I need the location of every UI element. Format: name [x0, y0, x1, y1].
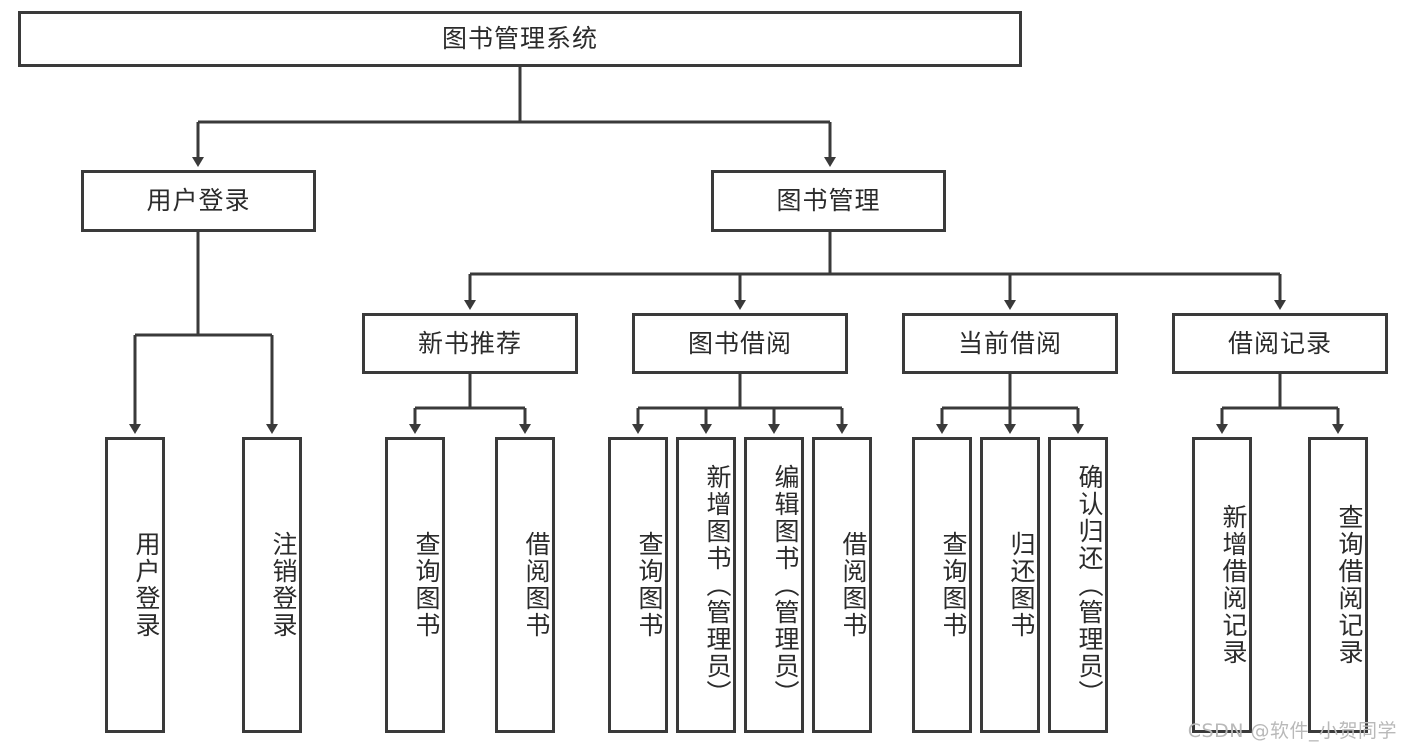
- leaf-borrow-edit-book-admin[interactable]: 编辑图书（管理员）: [744, 437, 804, 733]
- node-root-system[interactable]: 图书管理系统: [18, 11, 1022, 67]
- node-borrow-records[interactable]: 借阅记录: [1172, 313, 1388, 374]
- node-label: 新增借阅记录: [1219, 504, 1248, 666]
- leaf-borrow-query-book[interactable]: 查询图书: [608, 437, 668, 733]
- leaf-current-query-book[interactable]: 查询图书: [912, 437, 972, 733]
- leaf-borrow-borrow-book[interactable]: 借阅图书: [812, 437, 872, 733]
- leaf-records-query-record[interactable]: 查询借阅记录: [1308, 437, 1368, 733]
- node-label: 注销登录: [269, 531, 298, 639]
- node-label: 图书管理系统: [441, 24, 598, 53]
- node-book-management[interactable]: 图书管理: [711, 170, 946, 232]
- node-label: 用户登录: [132, 531, 161, 639]
- node-label: 用户登录: [146, 186, 251, 215]
- node-label: 借阅记录: [1227, 328, 1332, 358]
- node-book-borrow[interactable]: 图书借阅: [632, 313, 848, 374]
- node-label: 查询图书: [635, 531, 664, 639]
- leaf-current-return-book[interactable]: 归还图书: [980, 437, 1040, 733]
- leaf-user-login-logout[interactable]: 注销登录: [242, 437, 302, 733]
- node-label: 新书推荐: [417, 328, 522, 358]
- node-label: 查询图书: [939, 531, 968, 639]
- node-new-book-recommend[interactable]: 新书推荐: [362, 313, 578, 374]
- leaf-user-login-signin[interactable]: 用户登录: [105, 437, 165, 733]
- leaf-current-confirm-return-admin[interactable]: 确认归还（管理员）: [1048, 437, 1108, 733]
- node-label: 新增图书（管理员）: [703, 463, 732, 707]
- node-label: 当前借阅: [957, 328, 1062, 358]
- node-current-borrow[interactable]: 当前借阅: [902, 313, 1118, 374]
- node-label: 查询图书: [412, 531, 441, 639]
- node-label: 确认归还（管理员）: [1075, 463, 1104, 707]
- leaf-new-book-borrow[interactable]: 借阅图书: [495, 437, 555, 733]
- node-label: 查询借阅记录: [1335, 504, 1364, 666]
- csdn-watermark: CSDN @软件_小贺同学: [1187, 720, 1397, 742]
- node-label: 借阅图书: [839, 531, 868, 639]
- node-label: 图书借阅: [687, 328, 792, 358]
- leaf-new-book-query[interactable]: 查询图书: [385, 437, 445, 733]
- node-label: 借阅图书: [522, 531, 551, 639]
- node-label: 图书管理: [776, 186, 881, 215]
- leaf-records-add-record[interactable]: 新增借阅记录: [1192, 437, 1252, 733]
- node-label: 编辑图书（管理员）: [771, 463, 800, 707]
- node-user-login[interactable]: 用户登录: [81, 170, 316, 232]
- leaf-borrow-add-book-admin[interactable]: 新增图书（管理员）: [676, 437, 736, 733]
- node-label: 归还图书: [1007, 531, 1036, 639]
